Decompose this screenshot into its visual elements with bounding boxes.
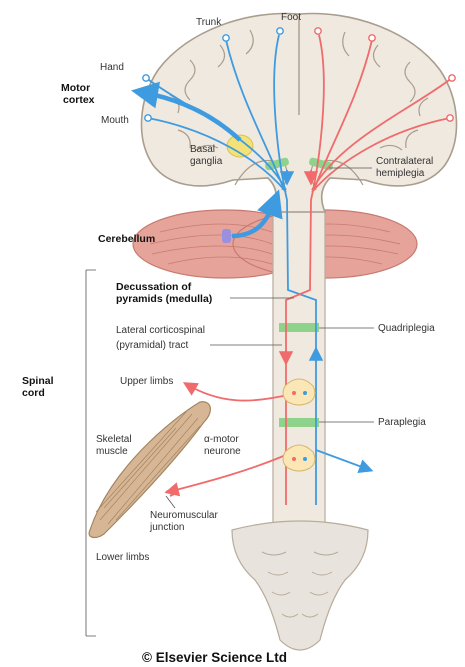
label-upper-limbs: Upper limbs [120, 376, 173, 387]
label-contralateral-1: Contralateral [376, 156, 433, 167]
label-spinal-2: cord [22, 387, 45, 399]
spinal-cord [273, 212, 325, 532]
spinal-segment-upper [283, 379, 315, 405]
label-neuromuscular-2: junction [149, 522, 184, 533]
label-contralateral-2: hemiplegia [376, 168, 425, 179]
label-spinal-1: Spinal [22, 375, 54, 387]
label-motor-cortex-1: Motor [61, 82, 90, 94]
label-neuromuscular-1: Neuromuscular [150, 510, 218, 521]
label-decussation-2: pyramids (medulla) [116, 293, 212, 305]
label-basal-2: ganglia [190, 156, 223, 167]
label-motor-cortex-2: cortex [63, 94, 95, 106]
label-skeletal-2: muscle [96, 446, 128, 457]
sacrum [232, 521, 368, 650]
label-lower-limbs: Lower limbs [96, 552, 149, 563]
label-foot: Foot [281, 12, 301, 23]
label-lateral-1: Lateral corticospinal [116, 325, 205, 336]
label-hand: Hand [100, 62, 124, 73]
label-mouth: Mouth [101, 115, 129, 126]
label-skeletal-1: Skeletal [96, 434, 132, 445]
label-paraplegia: Paraplegia [378, 417, 426, 428]
label-basal-1: Basal [190, 144, 215, 155]
label-lateral-2: (pyramidal) tract [116, 340, 188, 351]
label-cerebellum: Cerebellum [98, 233, 155, 245]
label-quadriplegia: Quadriplegia [378, 323, 435, 334]
copyright-credit: © Elsevier Science Ltd [142, 650, 287, 665]
label-alpha-2: neurone [204, 446, 241, 457]
label-trunk: Trunk [196, 17, 222, 28]
cerebellum-nucleus [222, 229, 231, 243]
label-alpha-1: α-motor [204, 434, 239, 445]
spinal-segment-lower [283, 445, 315, 471]
brain [142, 13, 457, 212]
label-decussation-1: Decussation of [116, 281, 192, 293]
